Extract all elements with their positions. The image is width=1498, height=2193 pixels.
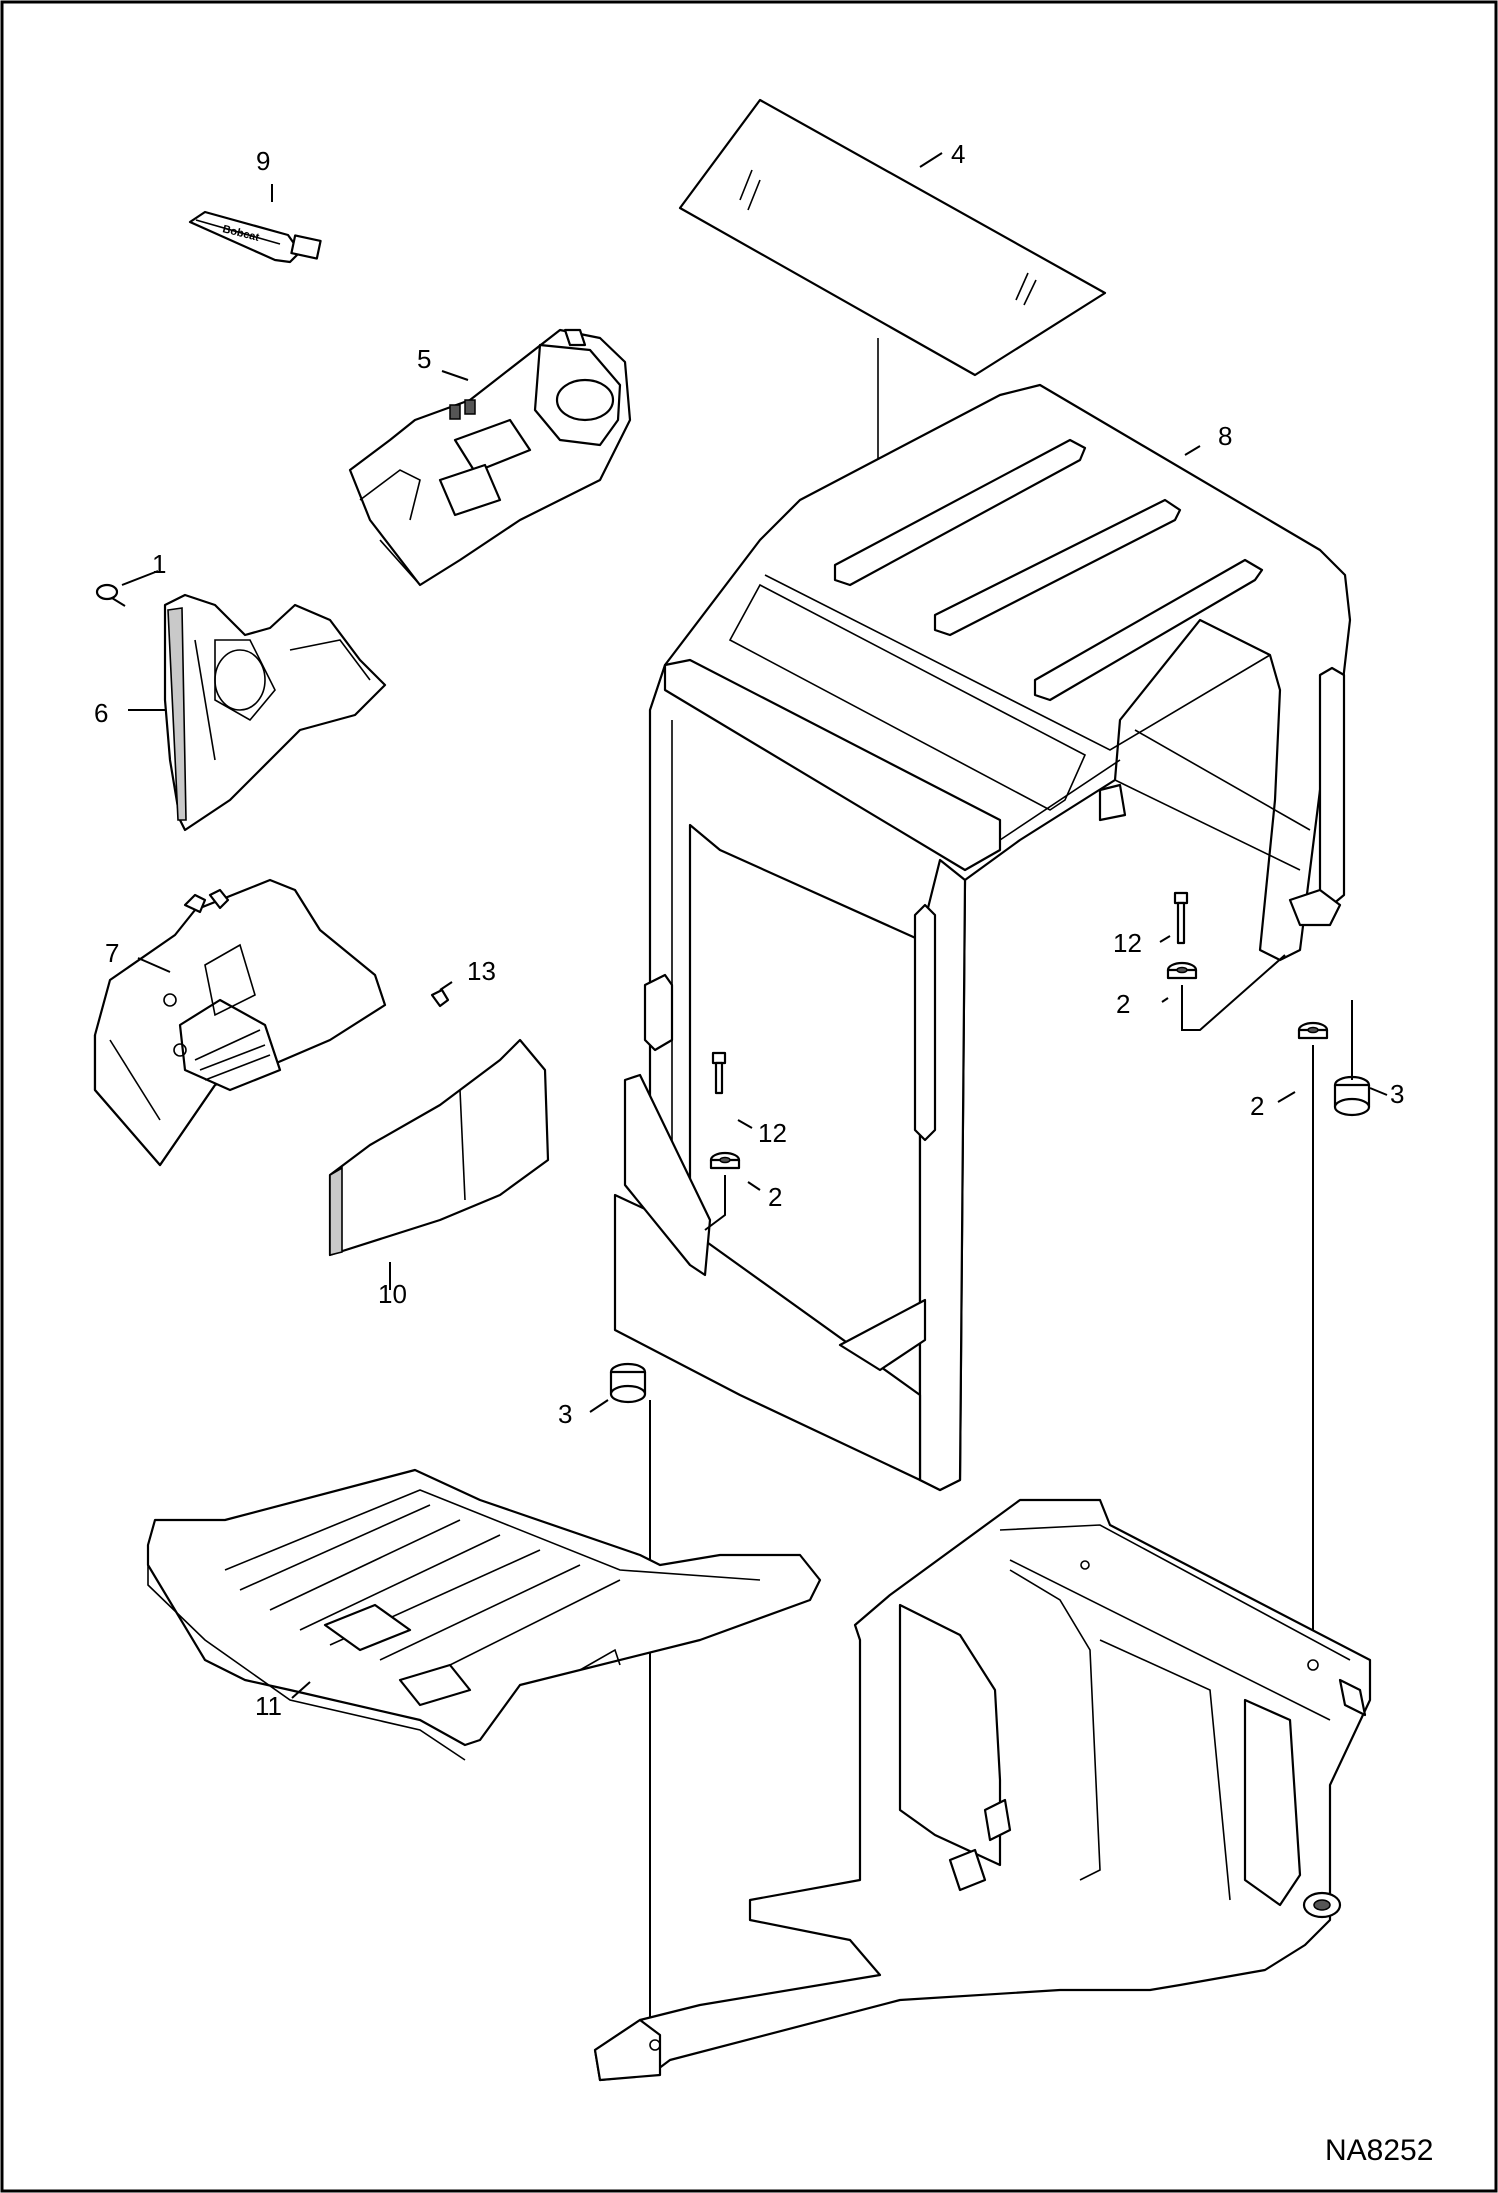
- fastener-bolt-12-right: [1173, 891, 1189, 945]
- callout-2-right-upper: 2: [1116, 989, 1130, 1019]
- part-13-clip: [430, 988, 450, 1008]
- part-8-canopy: [613, 383, 1352, 1492]
- callout-1: 1: [152, 549, 166, 579]
- main-frame: [593, 1498, 1372, 2082]
- callout-10: 9: [256, 146, 270, 176]
- callout-2-center: 2: [768, 1182, 782, 1212]
- callout-5: 5: [417, 344, 431, 374]
- fastener-mount-3-right: [1333, 1075, 1371, 1117]
- part-7-lower-console: [93, 878, 387, 1167]
- callout-7: 7: [105, 938, 119, 968]
- callout-3-right: 3: [1390, 1079, 1404, 1109]
- fastener-washer-2-center: [709, 1151, 741, 1170]
- part-6-side-cover: [163, 593, 387, 832]
- callout-2-right-lower: 2: [1250, 1091, 1264, 1121]
- part-1-screw: [95, 583, 126, 607]
- callout-12-right: 12: [1113, 928, 1142, 958]
- callout-6: 6: [94, 698, 108, 728]
- callout-9: 10: [378, 1279, 407, 1309]
- callout-11: 11: [255, 1691, 282, 1721]
- part-11-floor-plate: [146, 1468, 822, 1761]
- part-9-lower-cover: [328, 1038, 550, 1257]
- fastener-mount-3-left: [609, 1362, 647, 1404]
- callout-4: 4: [951, 139, 965, 169]
- part-10-grease-tube: Bobcat: [188, 210, 322, 264]
- figure-id: NA8252: [1325, 2134, 1433, 2167]
- callout-8: 8: [1218, 421, 1232, 451]
- callout-3-left: 3: [558, 1399, 572, 1429]
- fastener-washer-2-right-lower: [1297, 1021, 1329, 1040]
- fastener-bolt-12-center: [711, 1051, 727, 1095]
- part-5-console-panel: [348, 328, 632, 587]
- callout-13: 13: [467, 956, 496, 986]
- fastener-washer-2-right-upper: [1166, 961, 1198, 980]
- leader-lines: [121, 152, 1388, 1699]
- callout-12-center: 12: [758, 1118, 787, 1148]
